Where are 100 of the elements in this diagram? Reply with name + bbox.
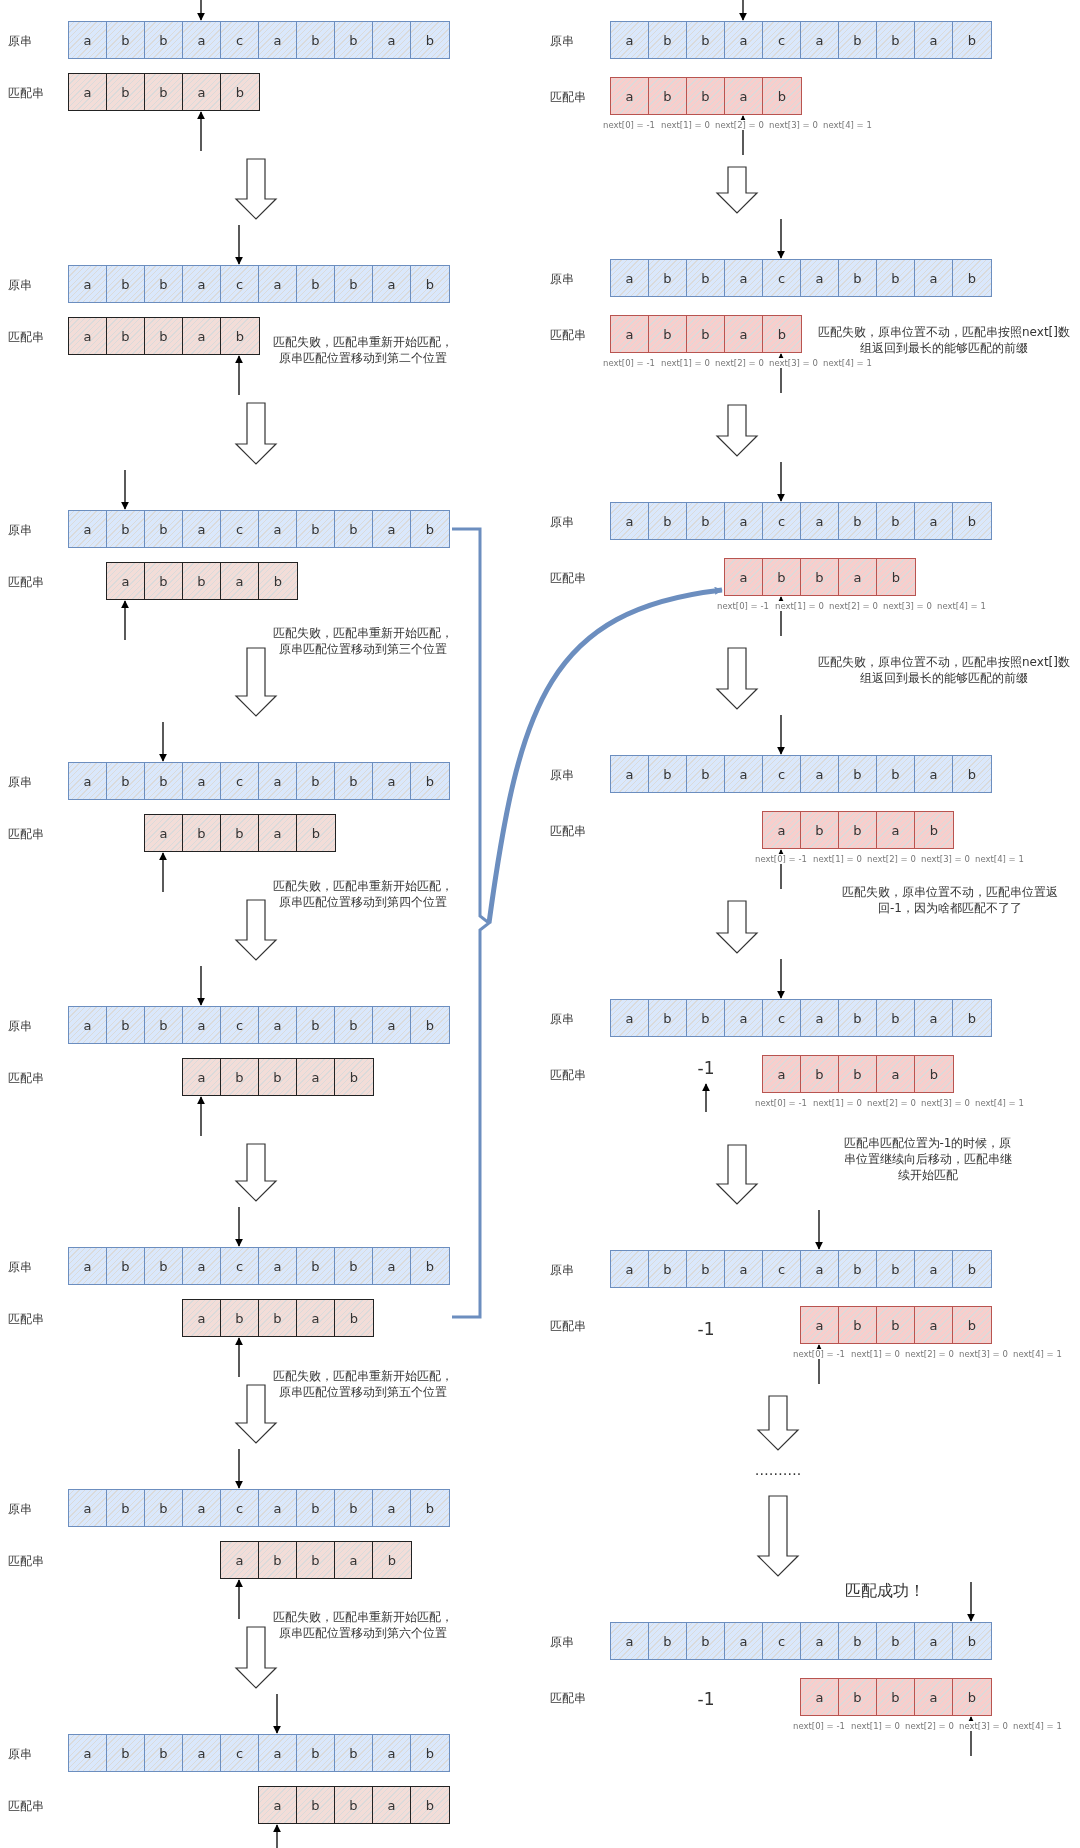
next-value-label: next[4] = 1 [974, 1098, 1025, 1108]
character-cell: b [221, 74, 259, 110]
character-cell: a [335, 1542, 373, 1578]
character-cell: a [801, 22, 839, 58]
next-value-label: next[1] = 0 [850, 1349, 901, 1359]
character-cell: b [953, 1251, 991, 1287]
row-label: 原串 [8, 1018, 32, 1035]
pointer-arrow [235, 1448, 243, 1489]
character-cell: a [611, 503, 649, 539]
row-label: 匹配串 [550, 327, 586, 344]
pointer-arrow [235, 355, 243, 396]
character-cell: b [877, 260, 915, 296]
character-cell: a [725, 756, 763, 792]
character-cell: a [611, 316, 649, 352]
character-cell: a [725, 559, 763, 595]
success-note: 匹配成功！ [844, 1580, 926, 1602]
character-cell: c [763, 503, 801, 539]
character-cell: b [335, 1300, 373, 1336]
character-cell: a [801, 1679, 839, 1715]
character-cell: b [953, 503, 991, 539]
pattern-string-row [144, 814, 336, 852]
character-cell: b [221, 815, 259, 851]
character-cell: a [183, 1248, 221, 1284]
character-cell: b [877, 503, 915, 539]
source-string-row [610, 1250, 992, 1288]
block-arrow [715, 1144, 759, 1205]
character-cell: b [763, 78, 801, 114]
pointer-arrow [197, 0, 205, 21]
character-cell: b [839, 1623, 877, 1659]
pattern-string-row [762, 811, 954, 849]
row-label: 原串 [8, 522, 32, 539]
pattern-string-row [258, 1786, 450, 1824]
row-label: 匹配串 [8, 1311, 44, 1328]
next-value-label: next[4] = 1 [822, 120, 873, 130]
next-value-label: next[4] = 1 [822, 358, 873, 368]
next-value-label: next[4] = 1 [936, 601, 987, 611]
block-arrow [715, 647, 759, 710]
row-label: 匹配串 [550, 1318, 586, 1335]
character-cell: a [611, 756, 649, 792]
next-value-label: next[0] = -1 [792, 1721, 846, 1731]
next-value-label: next[3] = 0 [768, 358, 819, 368]
character-cell: a [183, 1059, 221, 1095]
character-cell: a [725, 78, 763, 114]
character-cell: b [411, 1248, 449, 1284]
character-cell: b [649, 22, 687, 58]
character-cell: a [725, 1000, 763, 1036]
character-cell: a [915, 1307, 953, 1343]
character-cell: b [411, 1735, 449, 1771]
pointer-arrow [159, 721, 167, 762]
character-cell: c [763, 22, 801, 58]
character-cell: a [145, 815, 183, 851]
pointer-arrow [777, 958, 785, 999]
step-note: 匹配失败，原串位置不动，匹配串位置返回-1，因为啥都匹配不了了 [841, 884, 1059, 917]
row-label: 原串 [8, 774, 32, 791]
block-arrow [234, 647, 278, 717]
character-cell: b [145, 1248, 183, 1284]
character-cell: a [915, 260, 953, 296]
character-cell: a [259, 511, 297, 547]
character-cell: b [411, 1787, 449, 1823]
block-arrow [715, 166, 759, 214]
character-cell: a [915, 1679, 953, 1715]
pointer-arrow [197, 111, 205, 152]
character-cell: a [801, 1307, 839, 1343]
character-cell: b [297, 511, 335, 547]
pointer-arrow [777, 714, 785, 755]
character-cell: b [107, 1248, 145, 1284]
pointer-arrow [197, 1096, 205, 1137]
pointer-arrow [235, 1579, 243, 1620]
character-cell: b [953, 1307, 991, 1343]
character-cell: a [801, 260, 839, 296]
pattern-string-row [106, 562, 298, 600]
character-cell: a [183, 266, 221, 302]
character-cell: a [183, 74, 221, 110]
character-cell: b [297, 815, 335, 851]
pattern-string-row [68, 73, 260, 111]
character-cell: a [183, 1735, 221, 1771]
character-cell: b [335, 1248, 373, 1284]
block-arrow [756, 1395, 800, 1451]
next-value-label: next[4] = 1 [974, 854, 1025, 864]
character-cell: a [611, 260, 649, 296]
character-cell: a [69, 763, 107, 799]
source-string-row [610, 1622, 992, 1660]
character-cell: c [763, 260, 801, 296]
character-cell: b [145, 74, 183, 110]
character-cell: a [183, 511, 221, 547]
character-cell: b [297, 22, 335, 58]
next-value-label: next[4] = 1 [1012, 1721, 1063, 1731]
character-cell: b [687, 260, 725, 296]
character-cell: b [953, 1623, 991, 1659]
step-note: 匹配失败，匹配串重新开始匹配，原串匹配位置移动到第二个位置 [272, 334, 454, 367]
next-value-label: next[1] = 0 [660, 358, 711, 368]
pointer-arrow [777, 461, 785, 502]
character-cell: a [259, 1490, 297, 1526]
step-note: 匹配失败，匹配串重新开始匹配，原串匹配位置移动到第四个位置 [272, 878, 454, 911]
next-value-label: next[0] = -1 [602, 120, 656, 130]
row-label: 原串 [8, 1501, 32, 1518]
source-string-row [68, 1006, 450, 1044]
row-label: 匹配串 [8, 1553, 44, 1570]
character-cell: a [915, 1000, 953, 1036]
character-cell: b [763, 316, 801, 352]
